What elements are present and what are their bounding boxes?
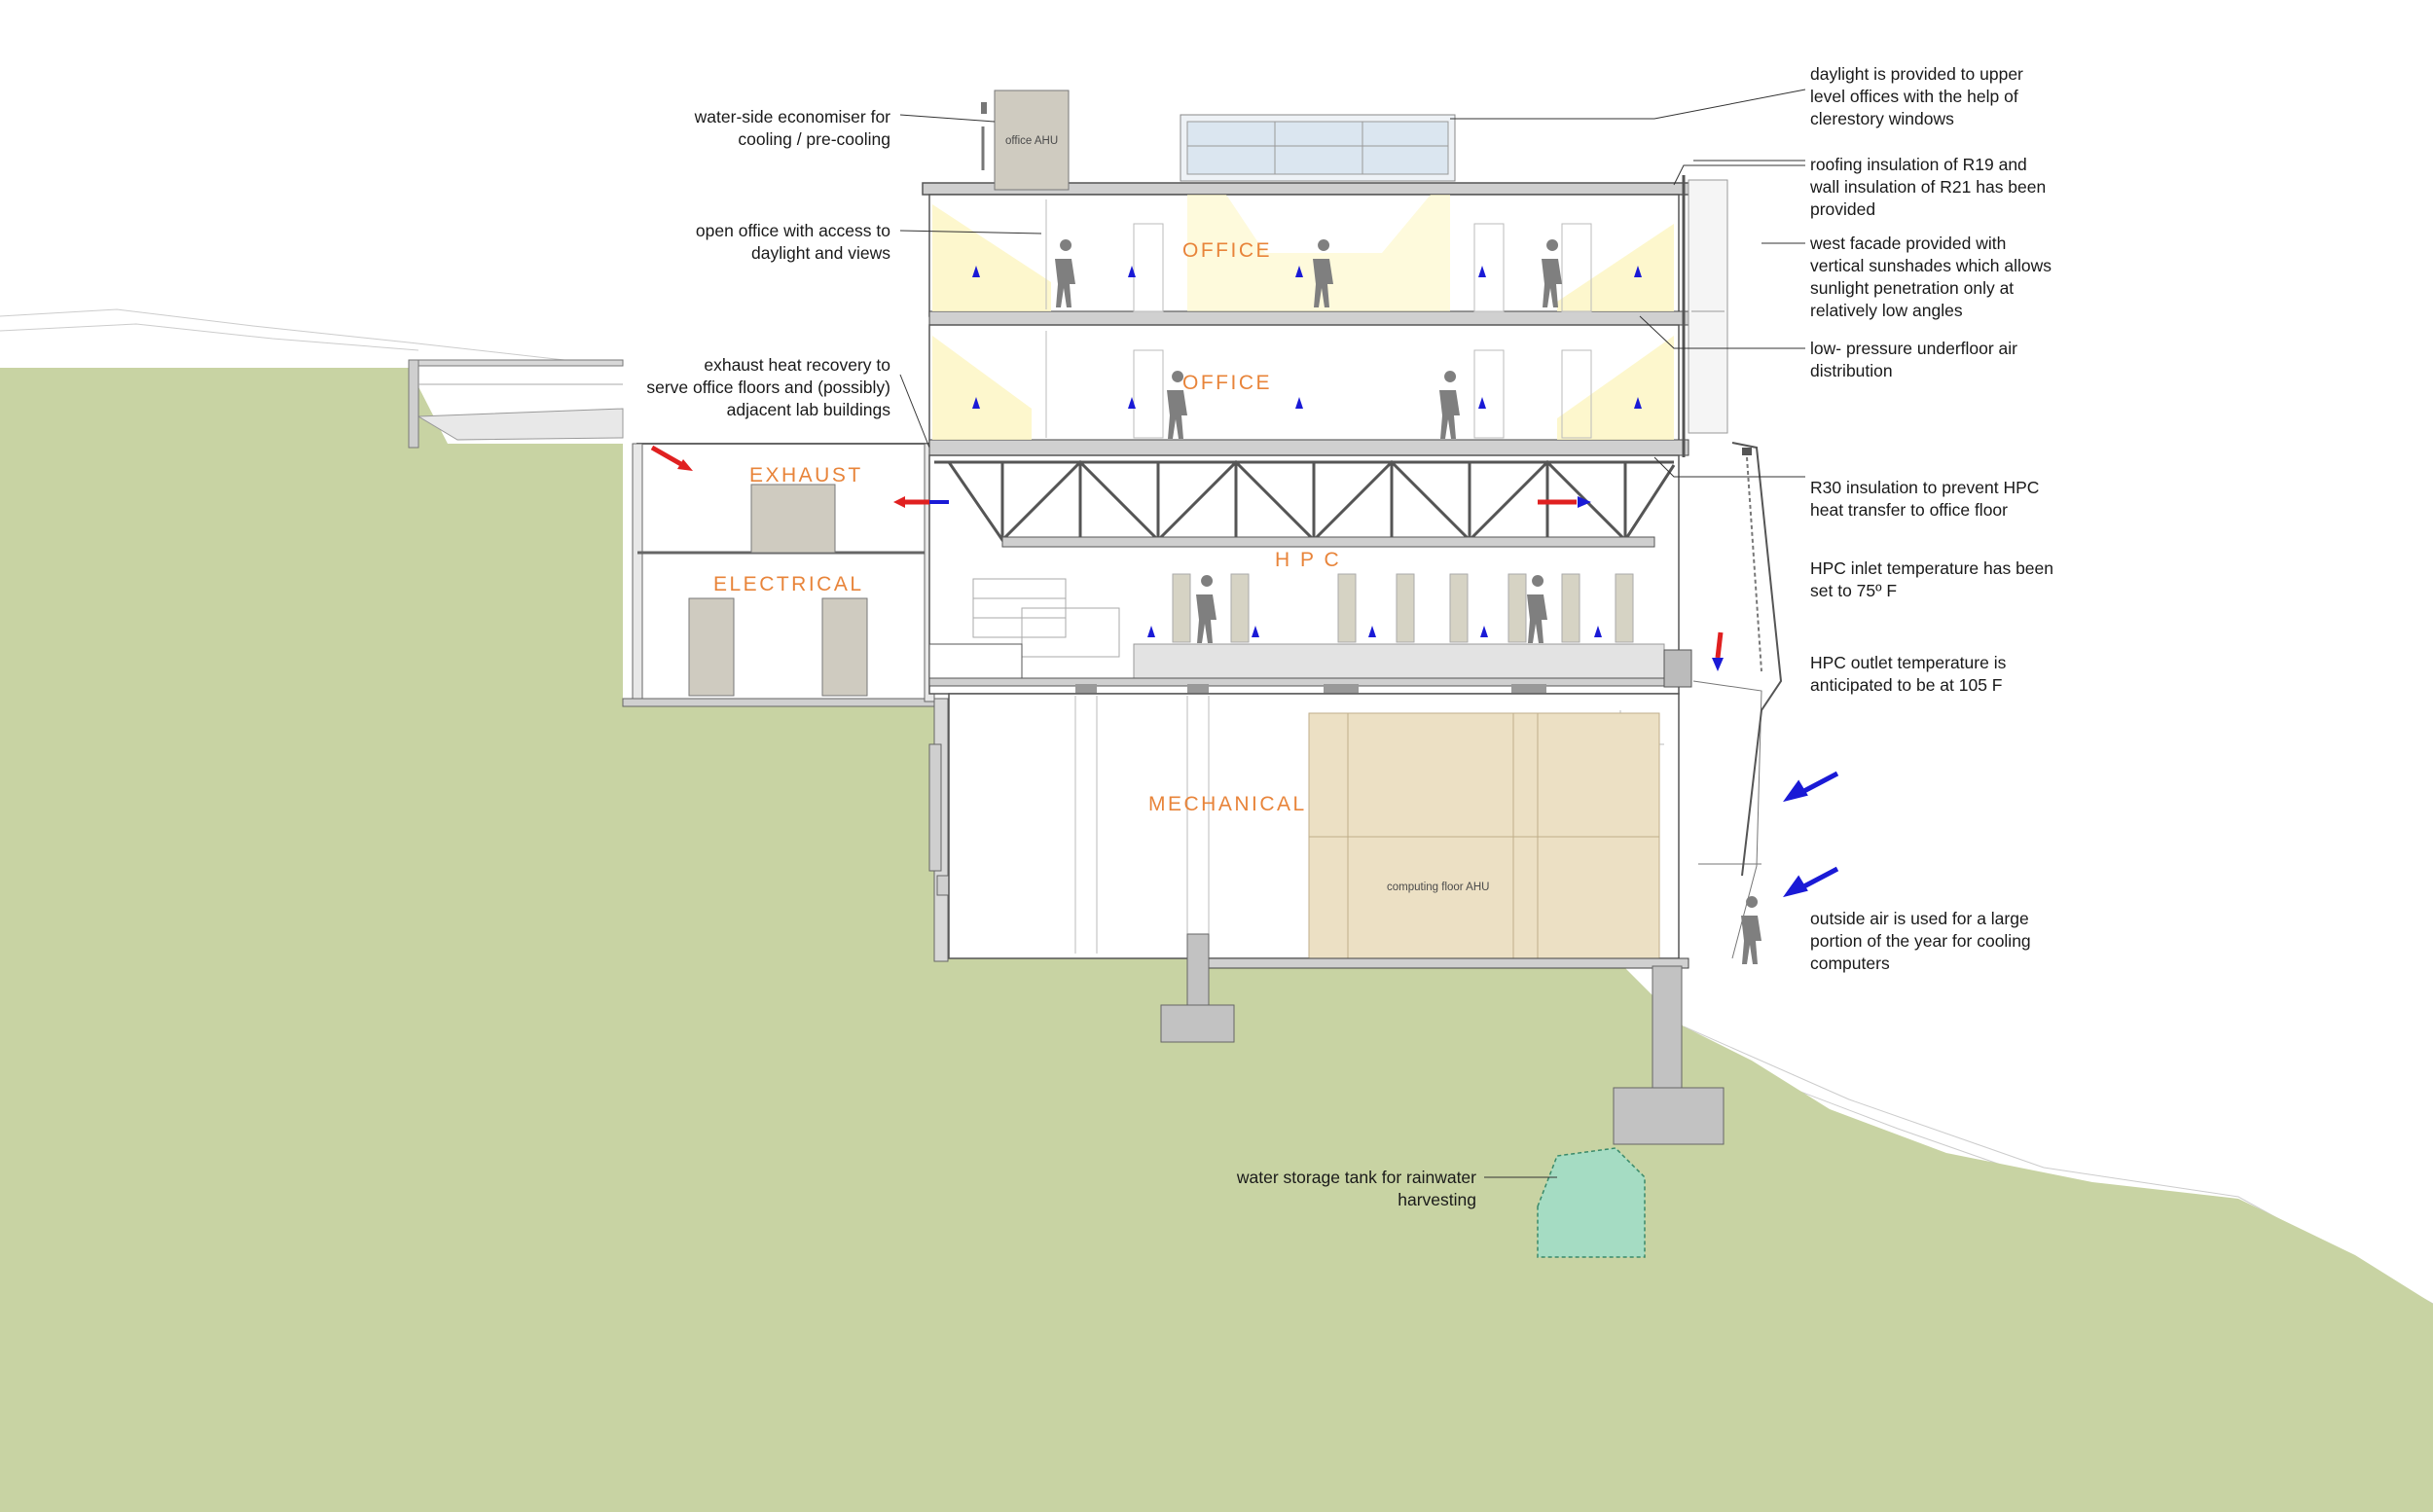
retaining-wall — [928, 698, 950, 962]
callout-line: distribution — [1810, 361, 1893, 380]
callout-line: provided — [1810, 199, 1876, 219]
label-office-upper: OFFICE — [1182, 239, 1272, 262]
callout-hpc-outlet: HPC outlet temperature is anticipated to… — [1810, 652, 2006, 697]
outside-air-arrows — [1783, 771, 1839, 898]
label-electrical: ELECTRICAL — [713, 573, 864, 595]
callout-line: anticipated to be at 105 F — [1810, 675, 2003, 695]
label-hpc: H P C — [1275, 549, 1341, 571]
label-office-ahu: office AHU — [1005, 135, 1058, 147]
callout-line: low- pressure underfloor air — [1810, 339, 2018, 358]
callout-insulation: roofing insulation of R19 and wall insul… — [1810, 154, 2046, 221]
main-building — [922, 90, 1783, 1145]
exhaust-electrical-block — [622, 443, 935, 707]
exhaust-air-arrows — [650, 445, 1724, 671]
people — [1055, 239, 1761, 964]
label-office-lower: OFFICE — [1182, 372, 1272, 394]
callout-west-facade: west facade provided with vertical sunsh… — [1810, 233, 2052, 322]
callout-line: computers — [1810, 954, 1890, 973]
callout-underfloor: low- pressure underfloor air distributio… — [1810, 338, 2017, 382]
callout-line: sunlight penetration only at — [1810, 278, 2015, 298]
callout-line: heat transfer to office floor — [1810, 500, 2008, 520]
callout-line: R30 insulation to prevent HPC — [1810, 478, 2040, 497]
callout-hpc-inlet: HPC inlet temperature has been set to 75… — [1810, 558, 2053, 602]
callout-line: open office with access to — [695, 221, 890, 240]
callout-line: harvesting — [1398, 1190, 1476, 1209]
callout-line: exhaust heat recovery to — [704, 355, 890, 375]
callout-line: portion of the year for cooling — [1810, 931, 2031, 951]
callout-outside-air: outside air is used for a large portion … — [1810, 908, 2031, 975]
callout-line: clerestory windows — [1810, 109, 1954, 128]
label-mechanical: MECHANICAL — [1148, 793, 1307, 815]
callout-line: water storage tank for rainwater — [1236, 1168, 1476, 1187]
callout-line: water-side economiser for — [694, 107, 890, 126]
callout-water-tank: water storage tank for rainwater harvest… — [1237, 1167, 1476, 1211]
server-racks — [1172, 573, 1634, 643]
callout-line: set to 75º F — [1810, 581, 1898, 600]
callout-economiser: water-side economiser for cooling / pre-… — [695, 106, 890, 151]
callout-line: daylight and views — [751, 243, 890, 263]
callout-line: level offices with the help of — [1810, 87, 2018, 106]
bridge — [408, 359, 624, 449]
callout-daylight: daylight is provided to upper level offi… — [1810, 63, 2023, 130]
water-tank — [1537, 1147, 1646, 1258]
ground-mass — [0, 368, 2433, 1512]
callout-line: wall insulation of R21 has been — [1810, 177, 2047, 197]
leader-lines — [899, 89, 1806, 1178]
callout-line: daylight is provided to upper — [1810, 64, 2023, 84]
callout-line: serve office floors and (possibly) — [646, 378, 890, 397]
callout-line: HPC outlet temperature is — [1810, 653, 2007, 672]
callout-line: HPC inlet temperature has been — [1810, 558, 2053, 578]
callout-open-office: open office with access to daylight and … — [696, 220, 890, 265]
label-exhaust: EXHAUST — [749, 464, 863, 486]
callout-line: vertical sunshades which allows — [1810, 256, 2052, 275]
callout-r30: R30 insulation to prevent HPC heat trans… — [1810, 477, 2039, 522]
supply-air-arrows — [972, 266, 1642, 657]
callout-line: adjacent lab buildings — [726, 400, 890, 419]
callout-line: relatively low angles — [1810, 301, 1963, 320]
callout-line: west facade provided with — [1810, 234, 2007, 253]
callout-line: roofing insulation of R19 and — [1810, 155, 2027, 174]
callout-line: cooling / pre-cooling — [738, 129, 890, 149]
callout-line: outside air is used for a large — [1810, 909, 2029, 928]
callout-heat-recovery: exhaust heat recovery to serve office fl… — [646, 354, 890, 421]
label-computing-ahu: computing floor AHU — [1387, 882, 1489, 893]
